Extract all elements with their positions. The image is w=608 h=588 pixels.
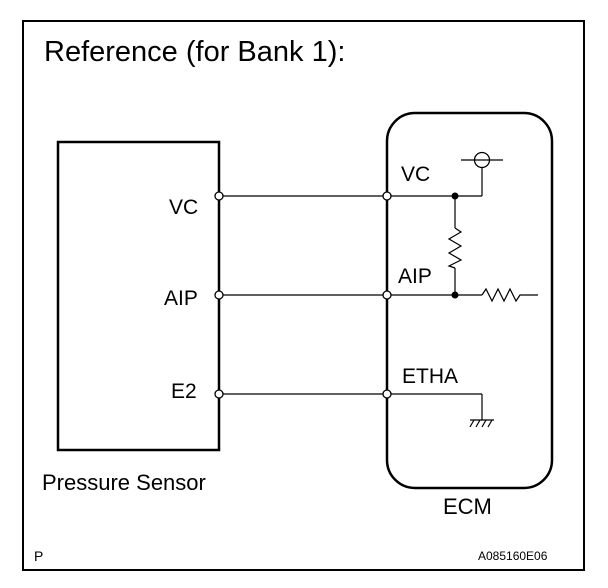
- ecm-caption: ECM: [443, 494, 492, 519]
- ground-icon: [469, 419, 494, 428]
- aip-resistor-icon: [481, 287, 538, 303]
- sensor-aip-terminal: [214, 290, 224, 300]
- ecm-pin-vc-label: VC: [401, 163, 431, 186]
- ecm-pin-aip-label: AIP: [398, 265, 432, 288]
- ecm-vc-terminal: [382, 191, 392, 201]
- ecm-etha-terminal: [382, 389, 392, 399]
- sensor-pin-e2-label: E2: [171, 380, 197, 403]
- diagram-frame: [22, 20, 585, 571]
- pressure-sensor-caption: Pressure Sensor: [42, 470, 206, 495]
- pullup-resistor-icon: [447, 227, 463, 269]
- sensor-pin-vc-label: VC: [169, 196, 199, 219]
- diagram-title: Reference (for Bank 1):: [44, 36, 346, 68]
- ecm-aip-terminal: [382, 290, 392, 300]
- ecm-pin-etha-label: ETHA: [402, 365, 459, 388]
- figure-code: A085160E06: [478, 549, 548, 563]
- sensor-vc-terminal: [214, 191, 224, 201]
- ecm-box: [385, 111, 554, 490]
- sensor-e2-terminal: [214, 389, 224, 399]
- aip-junction-dot: [451, 291, 459, 299]
- footer-left-mark: P: [34, 548, 44, 564]
- sensor-pin-aip-label: AIP: [164, 287, 198, 310]
